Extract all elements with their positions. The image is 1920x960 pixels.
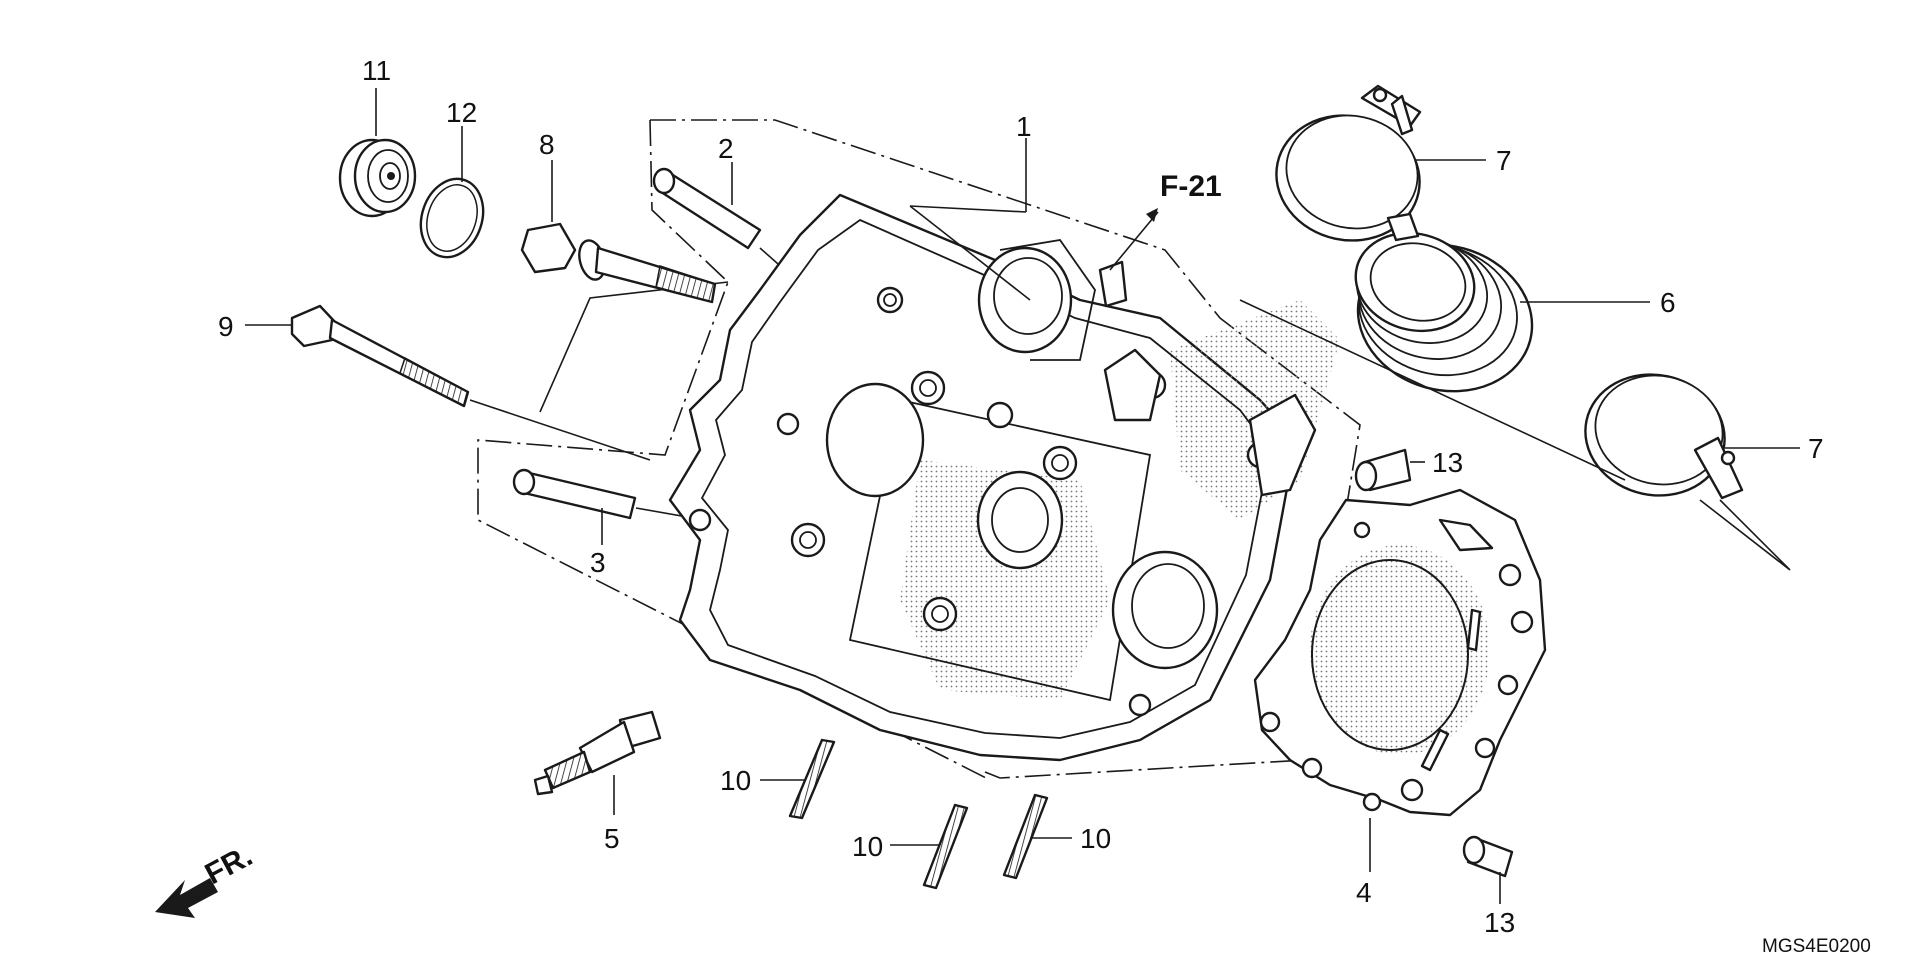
part-8-bolt: [520, 222, 717, 304]
leader-line-1-b: [909, 205, 1031, 301]
leader-line-1-a: [909, 205, 1027, 213]
reference-arrow: [1109, 211, 1159, 271]
part-1-cylinder-head: [668, 193, 1340, 762]
callout-7a: 7: [1496, 145, 1512, 176]
callout-9: 9: [218, 311, 234, 342]
leader-line-bolt-9: [469, 399, 651, 461]
part-11-cap: [338, 138, 417, 218]
callout-10a: 10: [720, 765, 751, 796]
callout-13b: 13: [1484, 907, 1515, 938]
callout-7b: 7: [1808, 433, 1824, 464]
callout-6: 6: [1660, 287, 1676, 318]
callout-10b: 10: [852, 831, 883, 862]
part-13-dowel-upper: [1354, 448, 1412, 492]
callout-5: 5: [604, 823, 620, 854]
callout-12: 12: [446, 97, 477, 128]
reference-arrowhead: [1146, 208, 1158, 222]
callout-13a: 13: [1432, 447, 1463, 478]
leader-line-clamp-axis: [1239, 299, 1626, 481]
callout-2: 2: [718, 133, 734, 164]
assembly-box-bolts: [539, 281, 729, 413]
assembly-box-head-left: [477, 119, 991, 781]
callout-10c: 10: [1080, 823, 1111, 854]
leader-line-clamp-pair: [1699, 499, 1791, 571]
diagram-code: MGS4E0200: [1762, 936, 1871, 957]
part-3-dowel-pin: [512, 468, 637, 520]
part-7-clamp-lower: [1584, 373, 1744, 500]
part-10-stud-c: [1002, 793, 1049, 880]
part-13-dowel-lower: [1462, 835, 1514, 878]
callout-4: 4: [1356, 877, 1372, 908]
part-12-o-ring: [419, 177, 485, 259]
front-direction-arrow: FR.: [155, 839, 258, 918]
part-4-head-gasket: [1253, 488, 1547, 817]
part-9-bolt: [290, 304, 470, 408]
part-6-intake-joint: [1354, 212, 1534, 393]
callout-11: 11: [362, 55, 391, 86]
part-2-dowel-pin: [652, 167, 762, 250]
callout-8: 8: [539, 129, 555, 160]
part-5-spark-plug: [533, 710, 662, 796]
part-10-stud-b: [922, 803, 969, 890]
part-7-clamp-upper: [1275, 84, 1422, 242]
callout-3: 3: [590, 547, 606, 578]
part-10-stud-a: [788, 738, 836, 820]
callout-1: 1: [1016, 111, 1032, 142]
reference-label: F-21: [1160, 170, 1222, 203]
